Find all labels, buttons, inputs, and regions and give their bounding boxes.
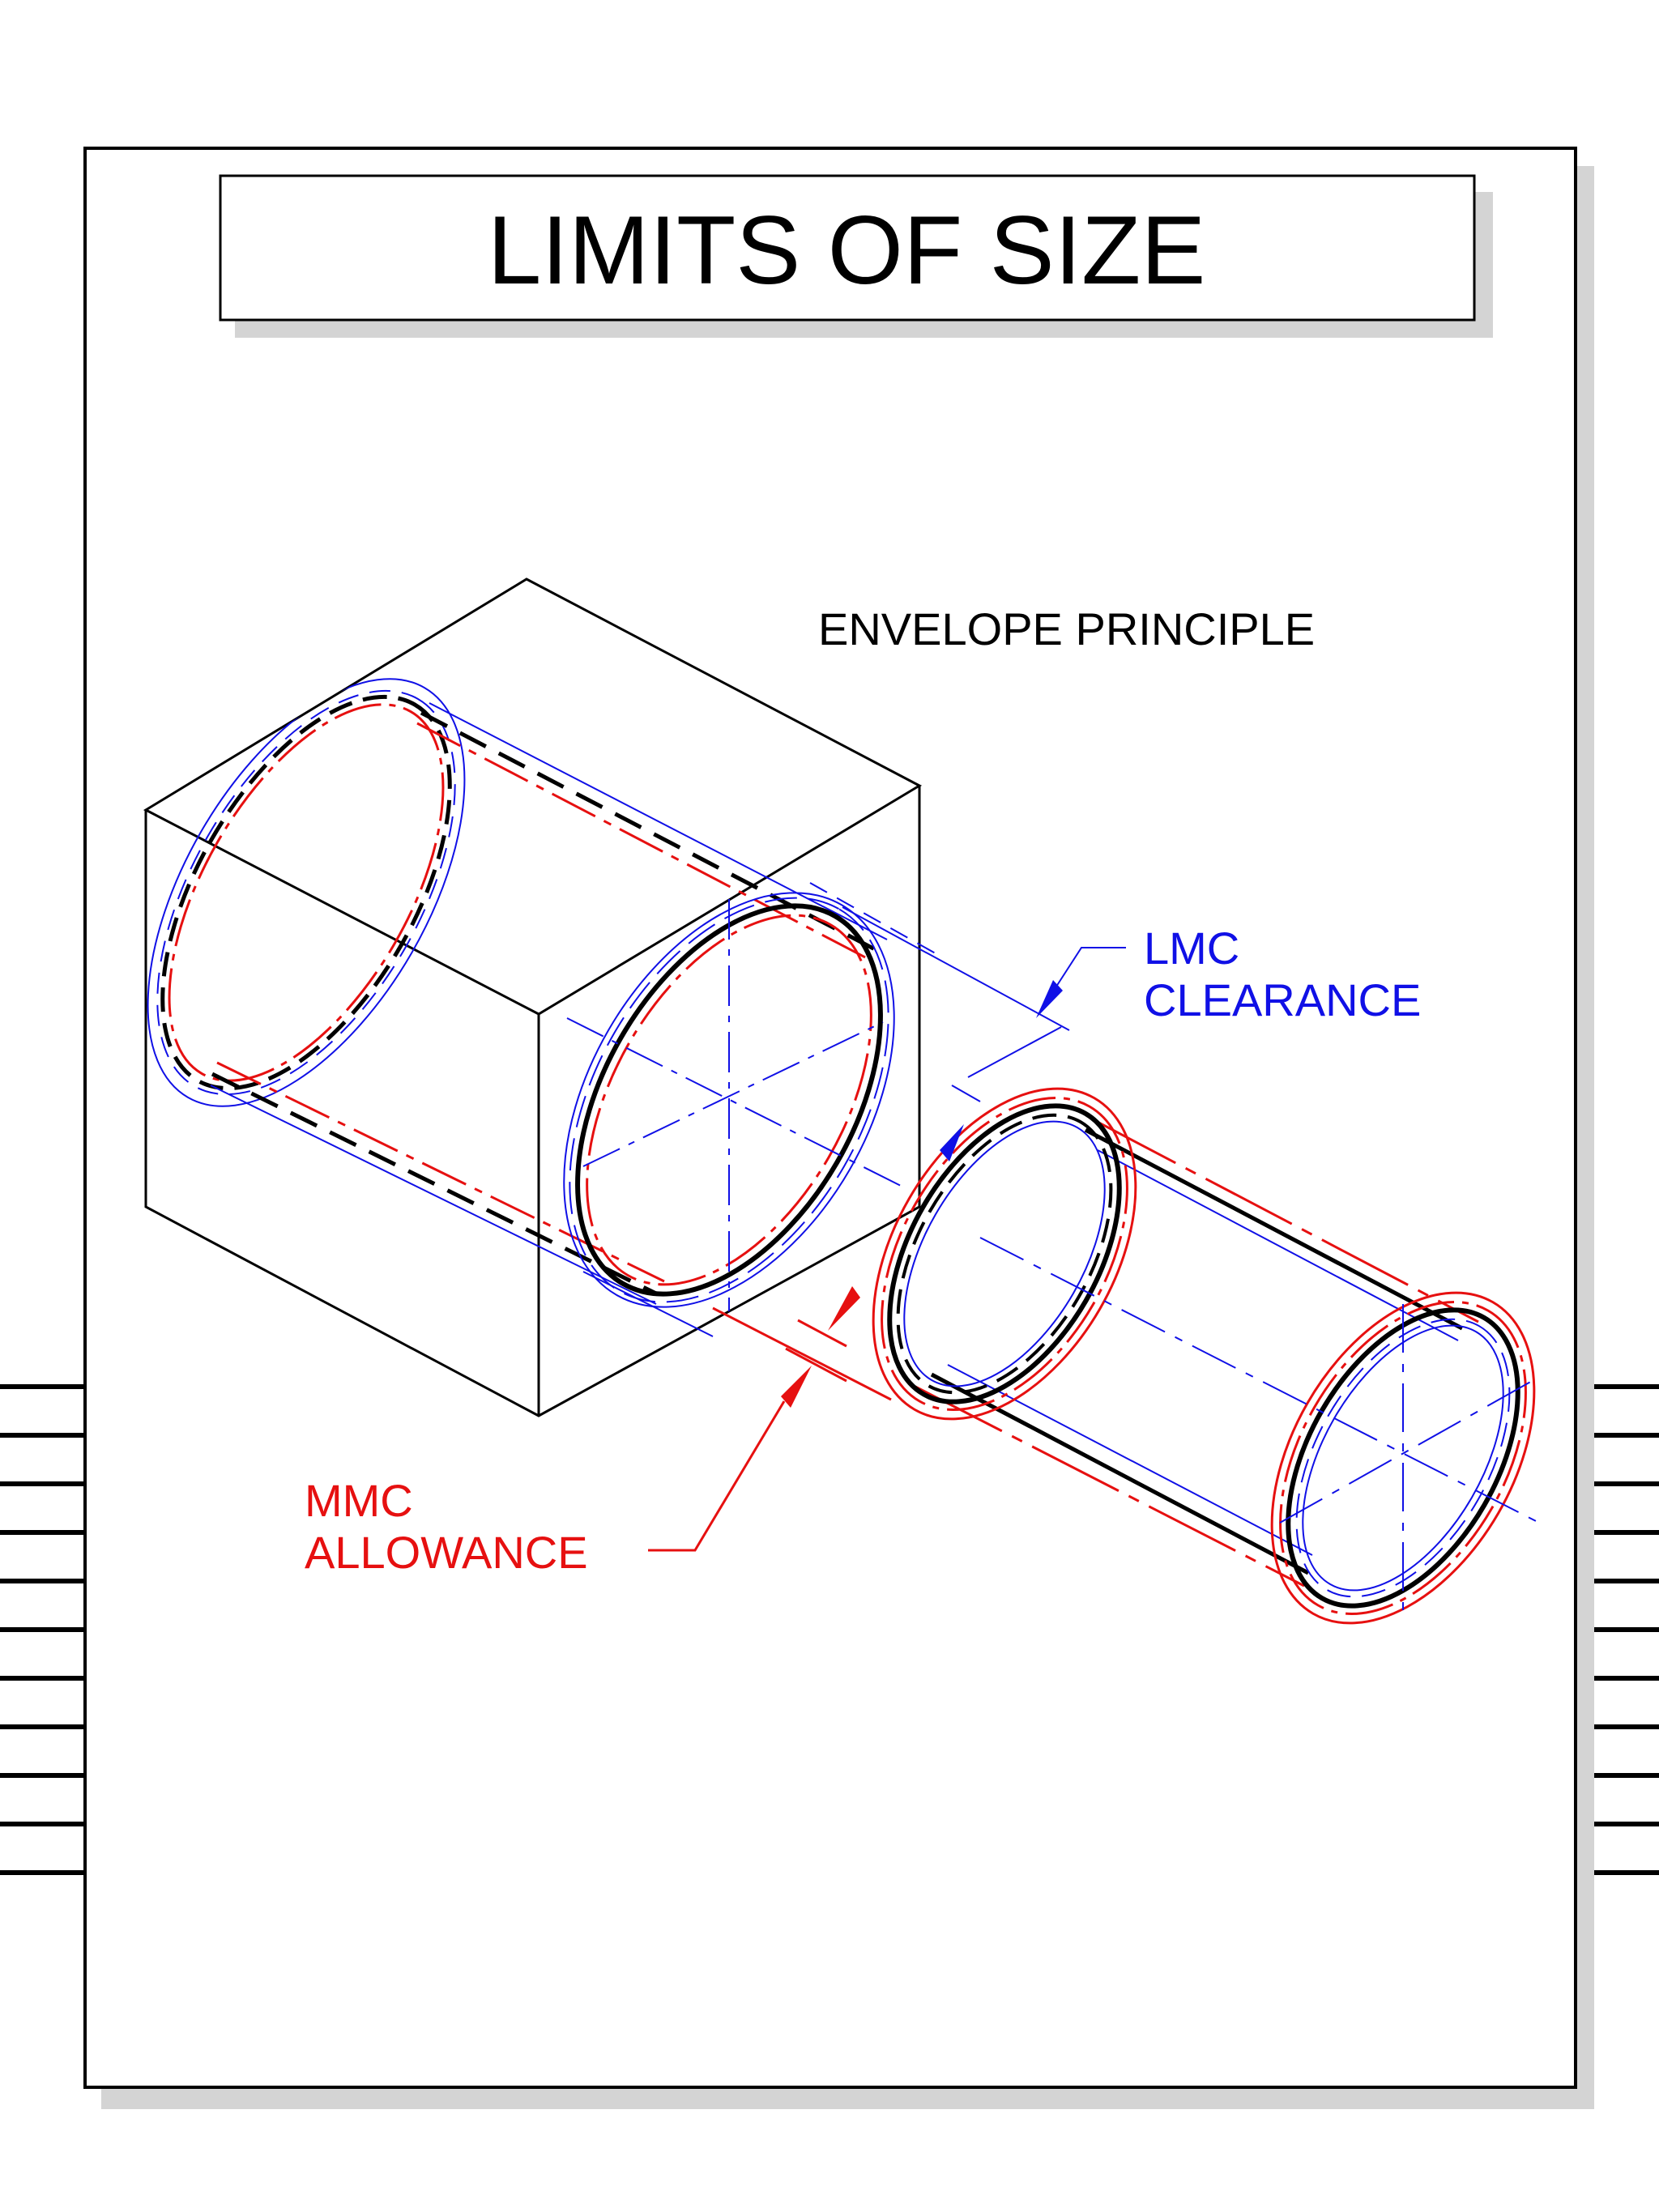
shaft-bottom-edge (930, 1372, 1310, 1575)
lmc-label-line2: CLEARANCE (1144, 974, 1421, 1025)
shaft-near-red-dash (881, 1097, 1128, 1411)
shaft-top-red (1089, 1116, 1479, 1323)
lmc-callout: LMC CLEARANCE (940, 923, 1421, 1161)
bore-front-blue-outer (563, 892, 895, 1308)
mmc-label-line1: MMC (305, 1475, 413, 1526)
diagram-subtitle: ENVELOPE PRINCIPLE (818, 603, 1315, 654)
mmc-leader (648, 1400, 786, 1552)
shaft (872, 1087, 1540, 1625)
bore-top-blue (429, 702, 888, 940)
lmc-dimension-line (967, 1026, 1062, 1078)
bore-front-red (586, 914, 872, 1286)
shaft-top-edge (1084, 1127, 1464, 1331)
lmc-lower-extension (951, 1085, 981, 1102)
title-box (219, 174, 1476, 322)
left-binder-ticks (0, 1384, 83, 1875)
bore-back-red (168, 703, 445, 1082)
mmc-extension-line (712, 1306, 892, 1401)
mmc-dimension-line-a (797, 1319, 847, 1348)
shaft-far-horizontal-centerline (1279, 1376, 1540, 1524)
bore-top-red (416, 722, 868, 960)
shaft-far-blue-dash (1295, 1318, 1511, 1598)
bore-horizontal-centerline (582, 1021, 884, 1167)
shaft-near-blue (903, 1120, 1106, 1387)
mmc-dimension-line-b (785, 1347, 847, 1383)
mmc-arrowhead-top (828, 1286, 860, 1331)
mmc-label-line2: ALLOWANCE (305, 1527, 588, 1578)
bore-extension-lines (582, 882, 1070, 1401)
mmc-arrowhead-bottom (781, 1366, 812, 1408)
lmc-arrowhead-top (1036, 980, 1063, 1018)
shaft-bottom-red (915, 1385, 1305, 1588)
page-title: LIMITS OF SIZE (488, 196, 1206, 305)
bore-back-outer-dash (156, 689, 456, 1096)
bore-bottom-ext-blue (582, 1271, 714, 1337)
mmc-callout: MMC ALLOWANCE (305, 1286, 860, 1578)
bore-back-blue (147, 678, 466, 1107)
bore-bottom-black-dash (211, 1072, 659, 1297)
lmc-arrowhead-bottom (940, 1124, 964, 1161)
shaft-bottom-blue (947, 1364, 1313, 1556)
bore-axis-centerline (566, 1017, 908, 1190)
bore-front-blue-dash (569, 897, 889, 1303)
block-silhouette (144, 786, 921, 1417)
bore-hole (147, 678, 908, 1312)
lmc-extension-dash (809, 882, 940, 957)
shaft-near-black (887, 1103, 1122, 1404)
shaft-axis-centerline (979, 1237, 1540, 1524)
bore-back-black-dash (160, 694, 452, 1091)
shaft-near-red-outer (872, 1087, 1137, 1421)
bore-bottom-blue (210, 1085, 657, 1305)
shaft-far-red-dash (1279, 1301, 1527, 1615)
sheet-frame (83, 147, 1577, 2089)
shaft-far-red-outer (1270, 1291, 1536, 1625)
right-binder-ticks (1594, 1384, 1659, 1875)
bore-front-black (575, 903, 883, 1297)
block-outline (143, 578, 923, 1417)
lmc-extension-line-top (842, 906, 1070, 1031)
lmc-label-line1: LMC (1144, 923, 1239, 974)
shaft-near-black-dash (896, 1113, 1113, 1395)
